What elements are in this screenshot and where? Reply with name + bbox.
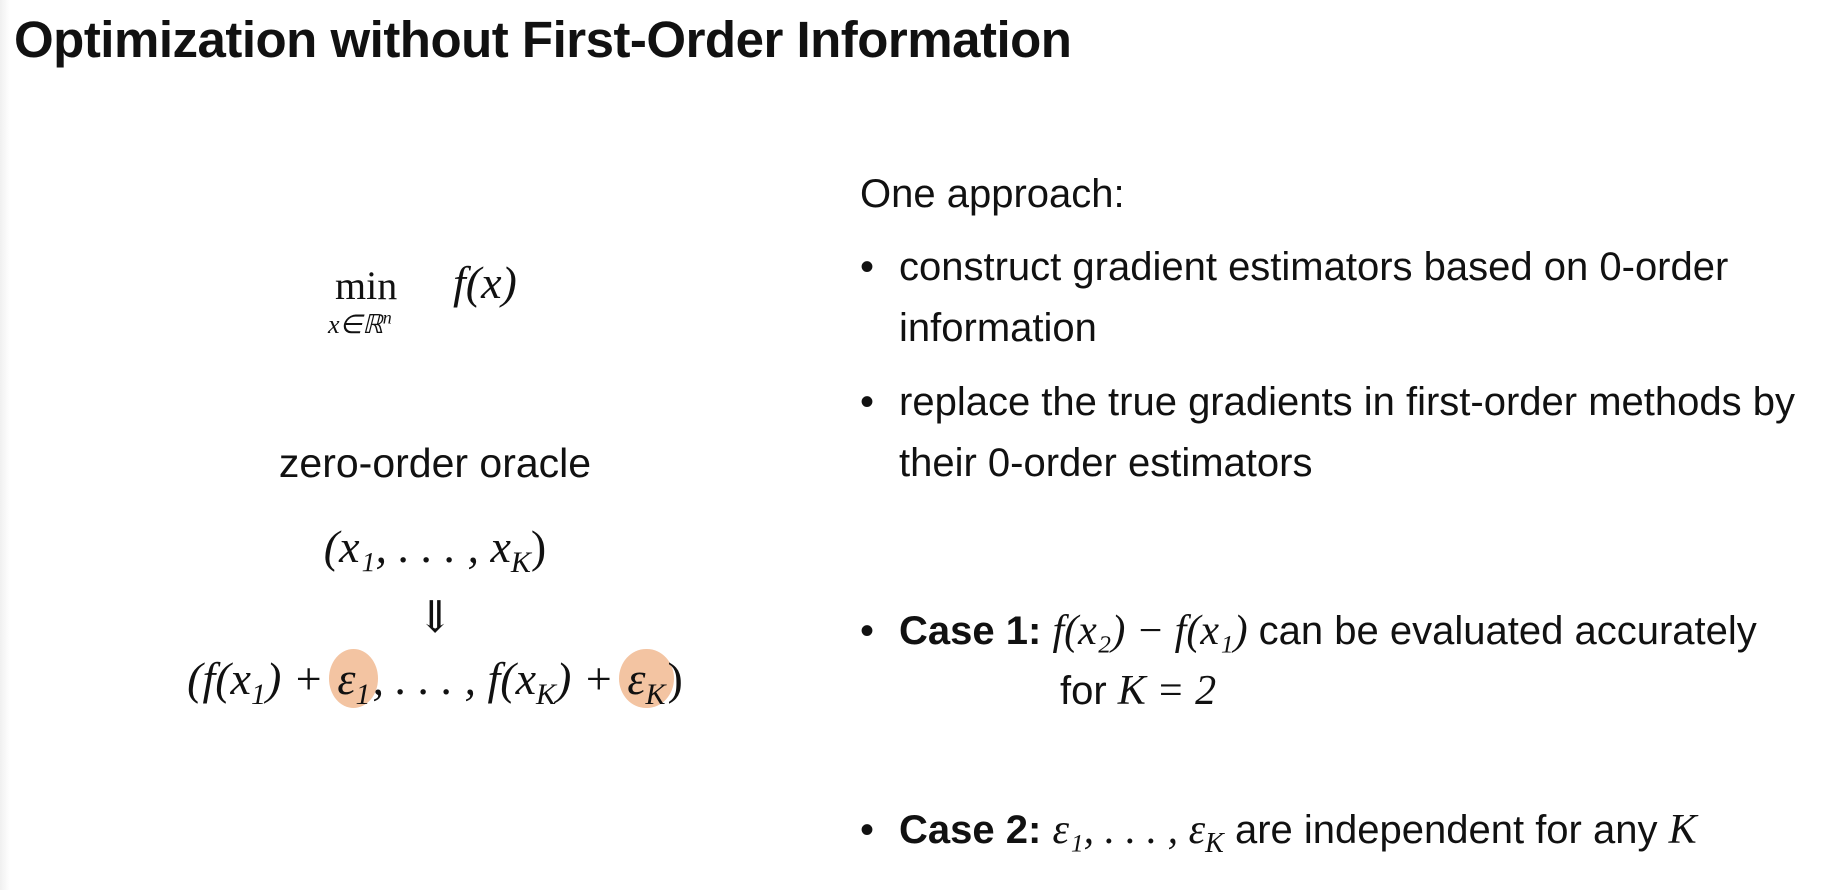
query-points: (x₁, . . . , x [323,521,511,572]
approach-intro: One approach: [860,172,1125,216]
left-edge-shade [0,0,10,890]
response-part: ) + [556,653,626,704]
double-down-arrow-icon: ⇓ [416,592,454,643]
min-subscript-power: n [382,307,392,328]
case-2-math: ε₁, . . . , ε [1052,807,1206,853]
case-1-line: Case 1: f(x₂) − f(x₁) can be evaluated a… [899,601,1757,662]
response-part: , . . . , f(x [372,653,536,704]
min-operator: min [335,263,398,308]
min-subscript-domain: x∈ℝ [328,310,383,339]
min-subscript: x∈ℝn [328,307,392,340]
case-2-text: are independent for any [1223,808,1669,852]
response-part: ) + [265,653,336,704]
approach-panel: One approach: • construct gradient estim… [860,0,1820,890]
case-2-label: Case 2: [899,808,1042,852]
case-2-line: Case 2: ε₁, . . . , εK are independent f… [899,800,1697,861]
query-close: ) [530,521,547,572]
response-sub: K [536,678,557,712]
epsilon: ε [627,653,646,704]
oracle-response: (f(x1) + ε1, . . . , f(xK) + εK) [0,649,870,712]
bullet-dot-icon: • [860,808,875,852]
bullet-line-2: their 0-order estimators [899,441,1313,485]
oracle-label: zero-order oracle [278,440,592,486]
objective-function: f(x) [453,257,517,308]
epsilon-sub: 1 [355,678,371,712]
case-1-cont-math: K = 2 [1117,668,1217,714]
case-1-continuation: for K = 2 [1060,661,1216,722]
case-1-label: Case 1: [899,609,1042,653]
bullet-line-1: construct gradient estimators based on 0… [899,245,1729,289]
case-1-cont-text: for [1060,669,1118,713]
case-1-text: can be evaluated accurately [1247,609,1757,653]
bullet-dot-icon: • [860,380,875,424]
bullet-dot-icon: • [860,609,875,653]
case-1-math: f(x₂) − f(x₁) [1052,608,1248,654]
slide-title: Optimization without First-Order Informa… [14,11,1072,68]
bullet-line-1: replace the true gradients in first-orde… [899,380,1795,424]
response-sub: 1 [250,678,266,712]
bullet-line-2: information [899,306,1097,350]
query-k-subscript: K [510,546,531,580]
epsilon-sub: K [645,678,666,712]
optimization-problem: min x∈ℝn f(x) [325,257,565,348]
noise-highlight-k: εK [619,649,674,712]
epsilon: ε [337,653,356,704]
case-2-math-k: K [1205,828,1224,859]
oracle-query: (x₁, . . . , xK) [0,520,870,578]
noise-highlight-1: ε1 [329,649,379,712]
case-2-k: K [1668,807,1697,853]
response-close: ) [667,653,683,704]
bullet-dot-icon: • [860,245,875,289]
response-part: (f(x [187,653,251,704]
